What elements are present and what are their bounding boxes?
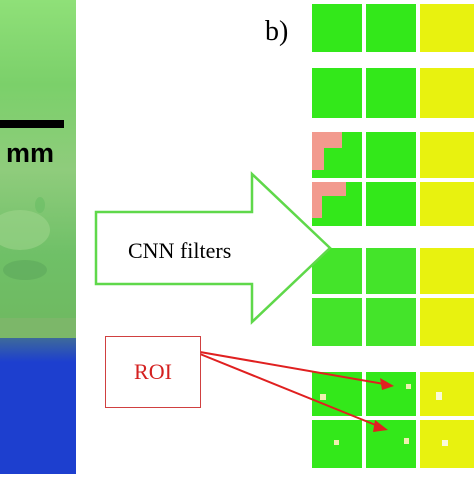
filter-tile [420, 68, 474, 118]
filter-tile [420, 182, 474, 226]
sample-photo [0, 0, 76, 474]
filter-tile [366, 248, 416, 294]
filter-tile [366, 420, 416, 468]
filter-tile [312, 4, 362, 52]
filter-tile [366, 298, 416, 346]
filter-tile [366, 182, 416, 226]
roi-label: ROI [134, 359, 172, 384]
filter-tile [420, 372, 474, 416]
arrow-label: CNN filters [128, 238, 232, 263]
roi-pointers [199, 351, 394, 432]
filter-tile [366, 132, 416, 178]
filter-tile [366, 372, 416, 416]
filter-tile [312, 68, 362, 118]
blue-region [0, 338, 76, 474]
roi-box: ROI [105, 336, 201, 408]
filter-tile [312, 248, 362, 294]
panel-label: b) [265, 16, 289, 47]
scale-bar [0, 120, 64, 128]
filter-tile [366, 68, 416, 118]
filter-tile [366, 4, 416, 52]
filter-tile [312, 298, 362, 346]
filter-tile [420, 132, 474, 178]
sample-photo-texture [0, 0, 76, 340]
scale-label: mm [6, 138, 55, 168]
filter-tile [420, 298, 474, 346]
filter-tile [420, 4, 474, 52]
filter-tile [420, 248, 474, 294]
